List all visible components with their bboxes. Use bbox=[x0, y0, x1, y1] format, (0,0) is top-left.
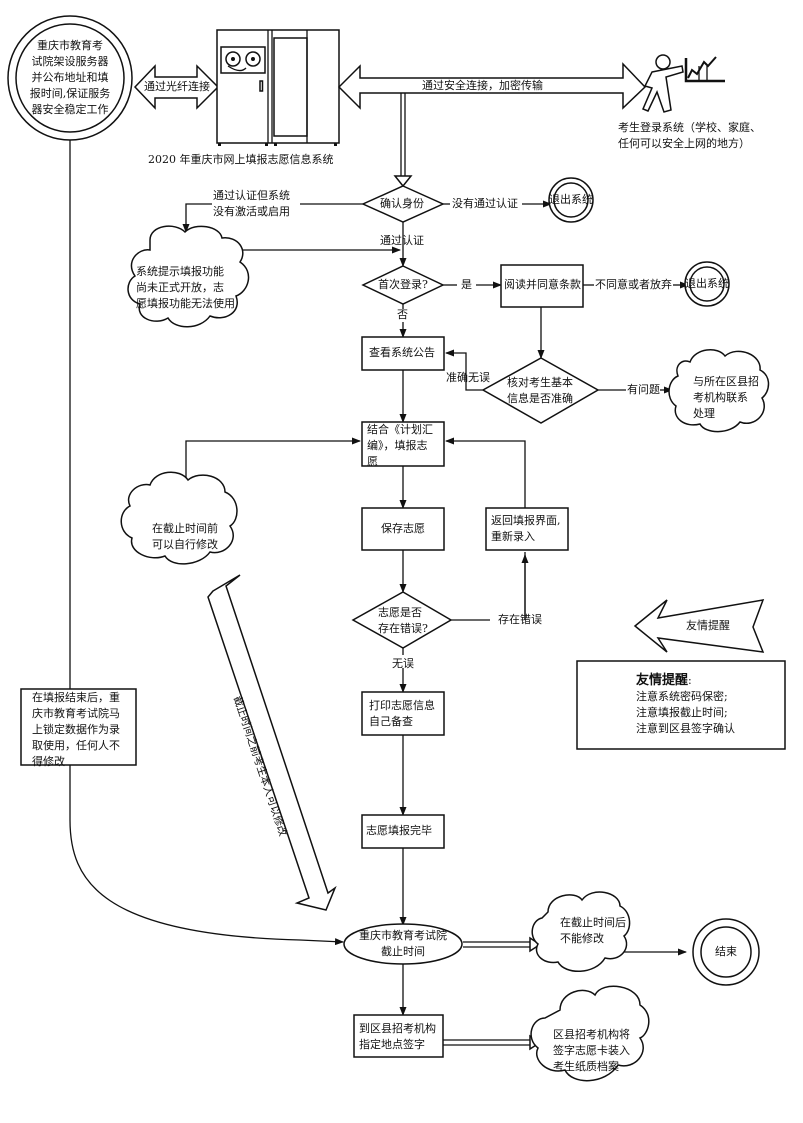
server-machine-icon bbox=[216, 29, 340, 146]
end-label: 结束 bbox=[715, 945, 737, 958]
print-info-label: 打印志愿信息 自己备查 bbox=[369, 699, 435, 728]
system-notice-cloud bbox=[127, 225, 250, 328]
secure-link-arrow bbox=[337, 62, 647, 110]
yes-label: 是 bbox=[461, 278, 472, 291]
system-title: 2020 年重庆市网上填报志愿信息系统 bbox=[148, 153, 334, 166]
save-label: 保存志愿 bbox=[381, 522, 425, 535]
confirm-identity-label: 确认身份 bbox=[380, 197, 424, 210]
archive-text: 区县招考机构将 签字志愿卡装入 考生纸质档案 bbox=[553, 1028, 630, 1073]
contact-county-text: 与所在区县招 考机构联系 处理 bbox=[693, 375, 759, 420]
exit-system-label-1: 退出系统 bbox=[549, 193, 593, 206]
flow-to-identity bbox=[400, 93, 406, 180]
reminder-title: 友情提醒 bbox=[636, 673, 689, 688]
reminder-arrow bbox=[633, 599, 765, 653]
modify-before-deadline-cloud bbox=[120, 471, 238, 565]
sign-at-county-box bbox=[353, 1014, 444, 1058]
read-agree-box bbox=[500, 264, 584, 308]
print-info-box bbox=[361, 691, 445, 736]
sign-at-county-label: 到区县招考机构 指定地点签字 bbox=[359, 1022, 436, 1051]
student-login-label: 考生登录系统（学校、家庭、 任何可以安全上网的地方） bbox=[618, 121, 761, 150]
passed-auth-label: 通过认证 bbox=[380, 234, 424, 247]
no-auth-label: 没有通过认证 bbox=[452, 197, 518, 210]
archive-cloud bbox=[530, 985, 650, 1082]
has-error-question-label: 志愿是否 存在错误? bbox=[378, 606, 428, 635]
system-notice-text: 系统提示填报功能 尚未正式开放，志 愿填报功能无法使用 bbox=[136, 265, 235, 310]
no-label: 否 bbox=[397, 308, 408, 321]
verify-info-diamond bbox=[481, 357, 600, 424]
return-reenter-label: 返回填报界面, 重新录入 bbox=[491, 514, 561, 543]
auth-not-active-label: 通过认证但系统 没有激活或启用 bbox=[213, 189, 290, 218]
server-admin-text: 重庆市教育考 试院架设服务器 并公布地址和填 报时间,保证服务 器安全稳定工作 bbox=[29, 39, 111, 116]
return-reenter-box bbox=[485, 507, 569, 551]
modify-before-deadline-arrow bbox=[207, 574, 337, 911]
end-node bbox=[692, 918, 760, 986]
exit-system-node-2 bbox=[684, 261, 730, 307]
contact-county-cloud bbox=[668, 349, 770, 433]
done-box bbox=[361, 814, 445, 849]
modify-before-text: 在截止时间前 可以自行修改 bbox=[152, 522, 218, 551]
exit-system-node-1 bbox=[548, 177, 594, 223]
reminder-arrow-label: 友情提醒 bbox=[686, 619, 730, 632]
has-problem-label: 有问题 bbox=[627, 383, 660, 396]
done-label: 志愿填报完毕 bbox=[366, 824, 432, 837]
has-error-label: 存在错误 bbox=[498, 613, 542, 626]
first-login-label: 首次登录? bbox=[378, 278, 428, 291]
read-agree-label: 阅读并同意条款 bbox=[504, 278, 581, 291]
server-admin-node bbox=[7, 15, 133, 141]
view-notice-label: 查看系统公告 bbox=[369, 346, 435, 359]
secure-link-label: 通过安全连接，加密传输 bbox=[422, 79, 543, 92]
lock-data-box bbox=[20, 688, 137, 766]
deadline-label: 重庆市教育考试院 截止时间 bbox=[359, 929, 447, 958]
no-modify-after-cloud bbox=[531, 891, 631, 973]
disagree-label: 不同意或者放弃 bbox=[595, 278, 672, 291]
fill-plan-box bbox=[361, 421, 445, 467]
lock-data-text: 在填报结束后，重 庆市教育考试院马 上锁定数据作为录 取使用，任何人不 得修改 bbox=[32, 691, 120, 768]
no-modify-after-text: 在截止时间后 不能修改 bbox=[560, 916, 626, 945]
accurate-label: 准确无误 bbox=[446, 371, 490, 384]
student-user-icon bbox=[642, 54, 725, 113]
fiber-link-label: 通过光纤连接 bbox=[144, 80, 210, 93]
reminder-box bbox=[576, 660, 786, 750]
verify-info-label: 核对考生基本 信息是否准确 bbox=[507, 376, 573, 405]
exit-system-label-2: 退出系统 bbox=[685, 277, 729, 290]
reminder-box-content: 友情提醒: 注意系统密码保密; 注意填报截止时间; 注意到区县签字确认 bbox=[636, 673, 735, 735]
fill-plan-label: 结合《计划汇 编》，填报志 愿 bbox=[367, 423, 433, 468]
no-error-label: 无误 bbox=[392, 657, 414, 670]
